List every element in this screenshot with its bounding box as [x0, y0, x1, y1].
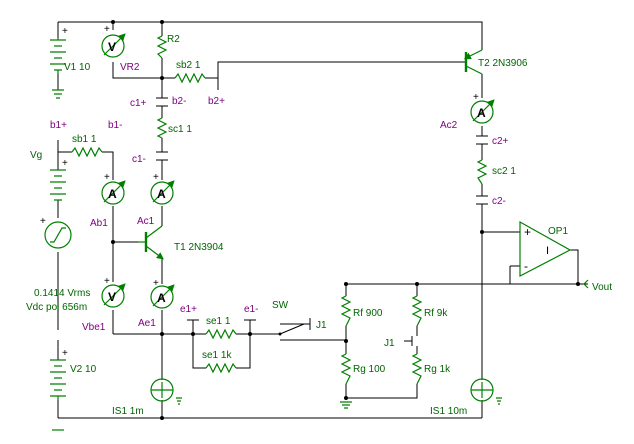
- label-se1b: se1 1k: [202, 350, 232, 361]
- label-r2: R2: [167, 34, 180, 45]
- label-rf900: Rf 900: [353, 308, 383, 319]
- label-v1: V1 10: [64, 62, 91, 73]
- plus-sign: +: [62, 158, 68, 169]
- label-c1p: c1+: [130, 98, 147, 109]
- junctions: [111, 20, 580, 420]
- plus-sign: +: [104, 172, 110, 183]
- resistor-rg100: [340, 353, 352, 385]
- label-b1p: b1+: [50, 120, 67, 131]
- label-sb2: sb2 1: [176, 60, 201, 71]
- plus-sign: +: [153, 278, 159, 289]
- plus-sign: +: [473, 92, 479, 103]
- wires: [57, 21, 588, 419]
- label-c2m: c2-: [492, 196, 506, 207]
- label-vg: Vg: [30, 150, 42, 161]
- opamp-minus-sign: -: [524, 259, 528, 273]
- ground-rg: [340, 401, 352, 409]
- label-ac2: Ac2: [440, 120, 458, 131]
- polarity-marks: + + + + + + + + + +: [40, 24, 479, 359]
- label-sw: SW: [272, 300, 289, 311]
- ammeter-symbol: A: [108, 187, 117, 201]
- ammeter-ac2: A: [470, 99, 495, 124]
- labels: R2 VR2 sb2 1 b2+ b2- c1+ V1 10 T2 2N3906…: [26, 34, 612, 417]
- current-source-is1-1m: [150, 378, 182, 405]
- resistor-rg1k: [411, 353, 423, 385]
- ammeter-symbol: A: [157, 187, 166, 201]
- opamp-plus-sign: +: [524, 225, 531, 239]
- resistor-rf9k: [411, 295, 423, 327]
- label-t2: T2 2N3906: [478, 58, 528, 69]
- vout-terminal: [583, 279, 589, 289]
- battery-vg: [50, 169, 66, 201]
- switch-sw: [278, 318, 311, 336]
- voltmeter-vr2: V: [101, 33, 126, 58]
- label-b2p: b2+: [208, 96, 225, 107]
- transistor-t2: [463, 49, 483, 75]
- label-vout: Vout: [592, 282, 612, 293]
- label-j1a: J1: [316, 320, 327, 331]
- label-c1m: c1-: [132, 154, 146, 165]
- resistor-sc1: [156, 117, 168, 139]
- plus-sign: +: [104, 276, 110, 287]
- label-vrms: 0.1414 Vrms: [34, 288, 90, 299]
- resistor-se1-1: [205, 328, 237, 340]
- label-j1b: J1: [384, 338, 395, 349]
- label-vdc: Vdc pol 656m: [26, 302, 87, 313]
- label-sb1: sb1 1: [72, 134, 97, 145]
- label-ac1: Ac1: [137, 216, 155, 227]
- label-sc2: sc2 1: [492, 166, 516, 177]
- label-op1: OP1: [548, 226, 568, 237]
- plus-sign: +: [104, 24, 110, 35]
- plus-sign: +: [62, 348, 68, 359]
- label-c2p: c2+: [492, 136, 509, 147]
- resistor-sb1: [71, 146, 103, 158]
- label-is1a: IS1 1m: [112, 406, 144, 417]
- label-vr2: VR2: [120, 62, 140, 73]
- label-e1m: e1-: [244, 304, 258, 315]
- voltmeter-symbol: V: [108, 290, 116, 304]
- label-rg100: Rg 100: [353, 364, 386, 375]
- voltmeter-symbol: V: [108, 40, 116, 54]
- plus-sign: +: [62, 26, 68, 37]
- terminals-c2: [476, 135, 488, 205]
- label-ae1: Ae1: [138, 318, 156, 329]
- label-rg1k: Rg 1k: [424, 364, 451, 375]
- resistor-rf900: [340, 295, 352, 327]
- label-se1a: se1 1: [206, 316, 231, 327]
- current-source-is1-10m: [470, 378, 502, 405]
- resistor-sc2: [476, 159, 488, 185]
- label-e1p: e1+: [180, 304, 197, 315]
- ammeter-symbol: A: [157, 291, 166, 305]
- resistor-r2: [156, 35, 168, 59]
- opamp-symbol: I: [546, 245, 549, 257]
- label-t1: T1 2N3904: [174, 242, 224, 253]
- label-b2m: b2-: [172, 96, 186, 107]
- ammeter-ae1: A: [150, 284, 175, 309]
- battery-v2: [50, 359, 66, 400]
- ammeter-ab1: A: [101, 180, 126, 205]
- plus-sign: +: [153, 172, 159, 183]
- opamp-op1: I + -: [519, 220, 572, 277]
- label-v2: V2 10: [70, 364, 97, 375]
- terminals-c1: [156, 97, 168, 161]
- label-rf9k: Rf 9k: [424, 308, 448, 319]
- label-vbe1: Vbe1: [82, 322, 106, 333]
- battery-v1: [50, 38, 66, 99]
- voltmeter-vbe1: V: [101, 283, 126, 308]
- label-is1b: IS1 10m: [430, 406, 467, 417]
- label-b1m: b1-: [108, 120, 122, 131]
- plus-sign: +: [40, 216, 46, 227]
- transistor-t1: [138, 225, 164, 260]
- label-sc1: sc1 1: [168, 124, 192, 135]
- resistor-se1-1k: [205, 362, 237, 374]
- ammeter-ac1: A: [150, 180, 175, 205]
- ammeter-symbol: A: [477, 106, 486, 120]
- label-ab1: Ab1: [90, 218, 108, 229]
- resistor-sb2: [174, 72, 206, 84]
- ac-source-vg: [44, 221, 72, 249]
